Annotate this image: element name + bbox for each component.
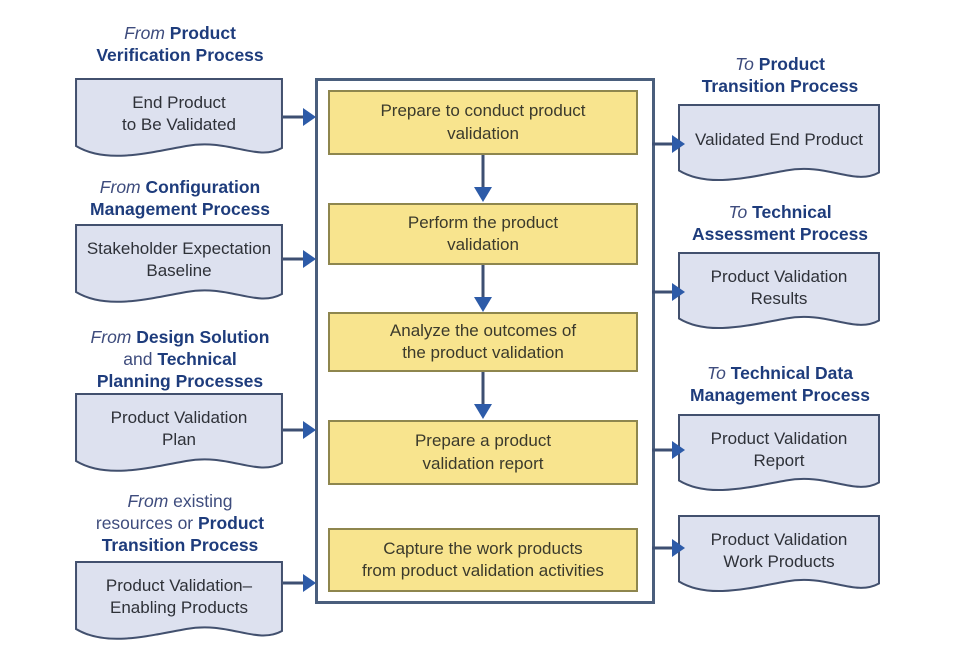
document-shape: [678, 414, 880, 502]
arrow-output-4-icon: [652, 539, 685, 557]
arrow-input-1-icon: [283, 108, 316, 126]
document-label: Validated End Product: [695, 129, 863, 149]
arrow-step-2-3-icon: [474, 265, 492, 312]
arrow-step-3-4-icon: [474, 372, 492, 419]
arrow-step-1-2-icon: [474, 155, 492, 202]
document-shape: [678, 104, 880, 192]
document-shape: [75, 393, 283, 483]
document-shape: [678, 515, 880, 603]
document-shape: [75, 78, 283, 168]
document-shape: [678, 252, 880, 340]
arrow-input-4-icon: [283, 574, 316, 592]
arrow-output-1-icon: [652, 135, 685, 153]
output-doc-validated-end-product: Validated End Product: [678, 104, 880, 192]
arrow-input-3-icon: [283, 421, 316, 439]
input-doc-enabling-products: Product Validation–Enabling Products: [75, 561, 283, 651]
arrow-input-2-icon: [283, 250, 316, 268]
arrow-output-3-icon: [652, 441, 685, 459]
document-shape: [75, 561, 283, 651]
arrow-output-2-icon: [652, 283, 685, 301]
document-label: Product Validation–Enabling Products: [105, 575, 253, 617]
document-shape: [75, 224, 283, 314]
